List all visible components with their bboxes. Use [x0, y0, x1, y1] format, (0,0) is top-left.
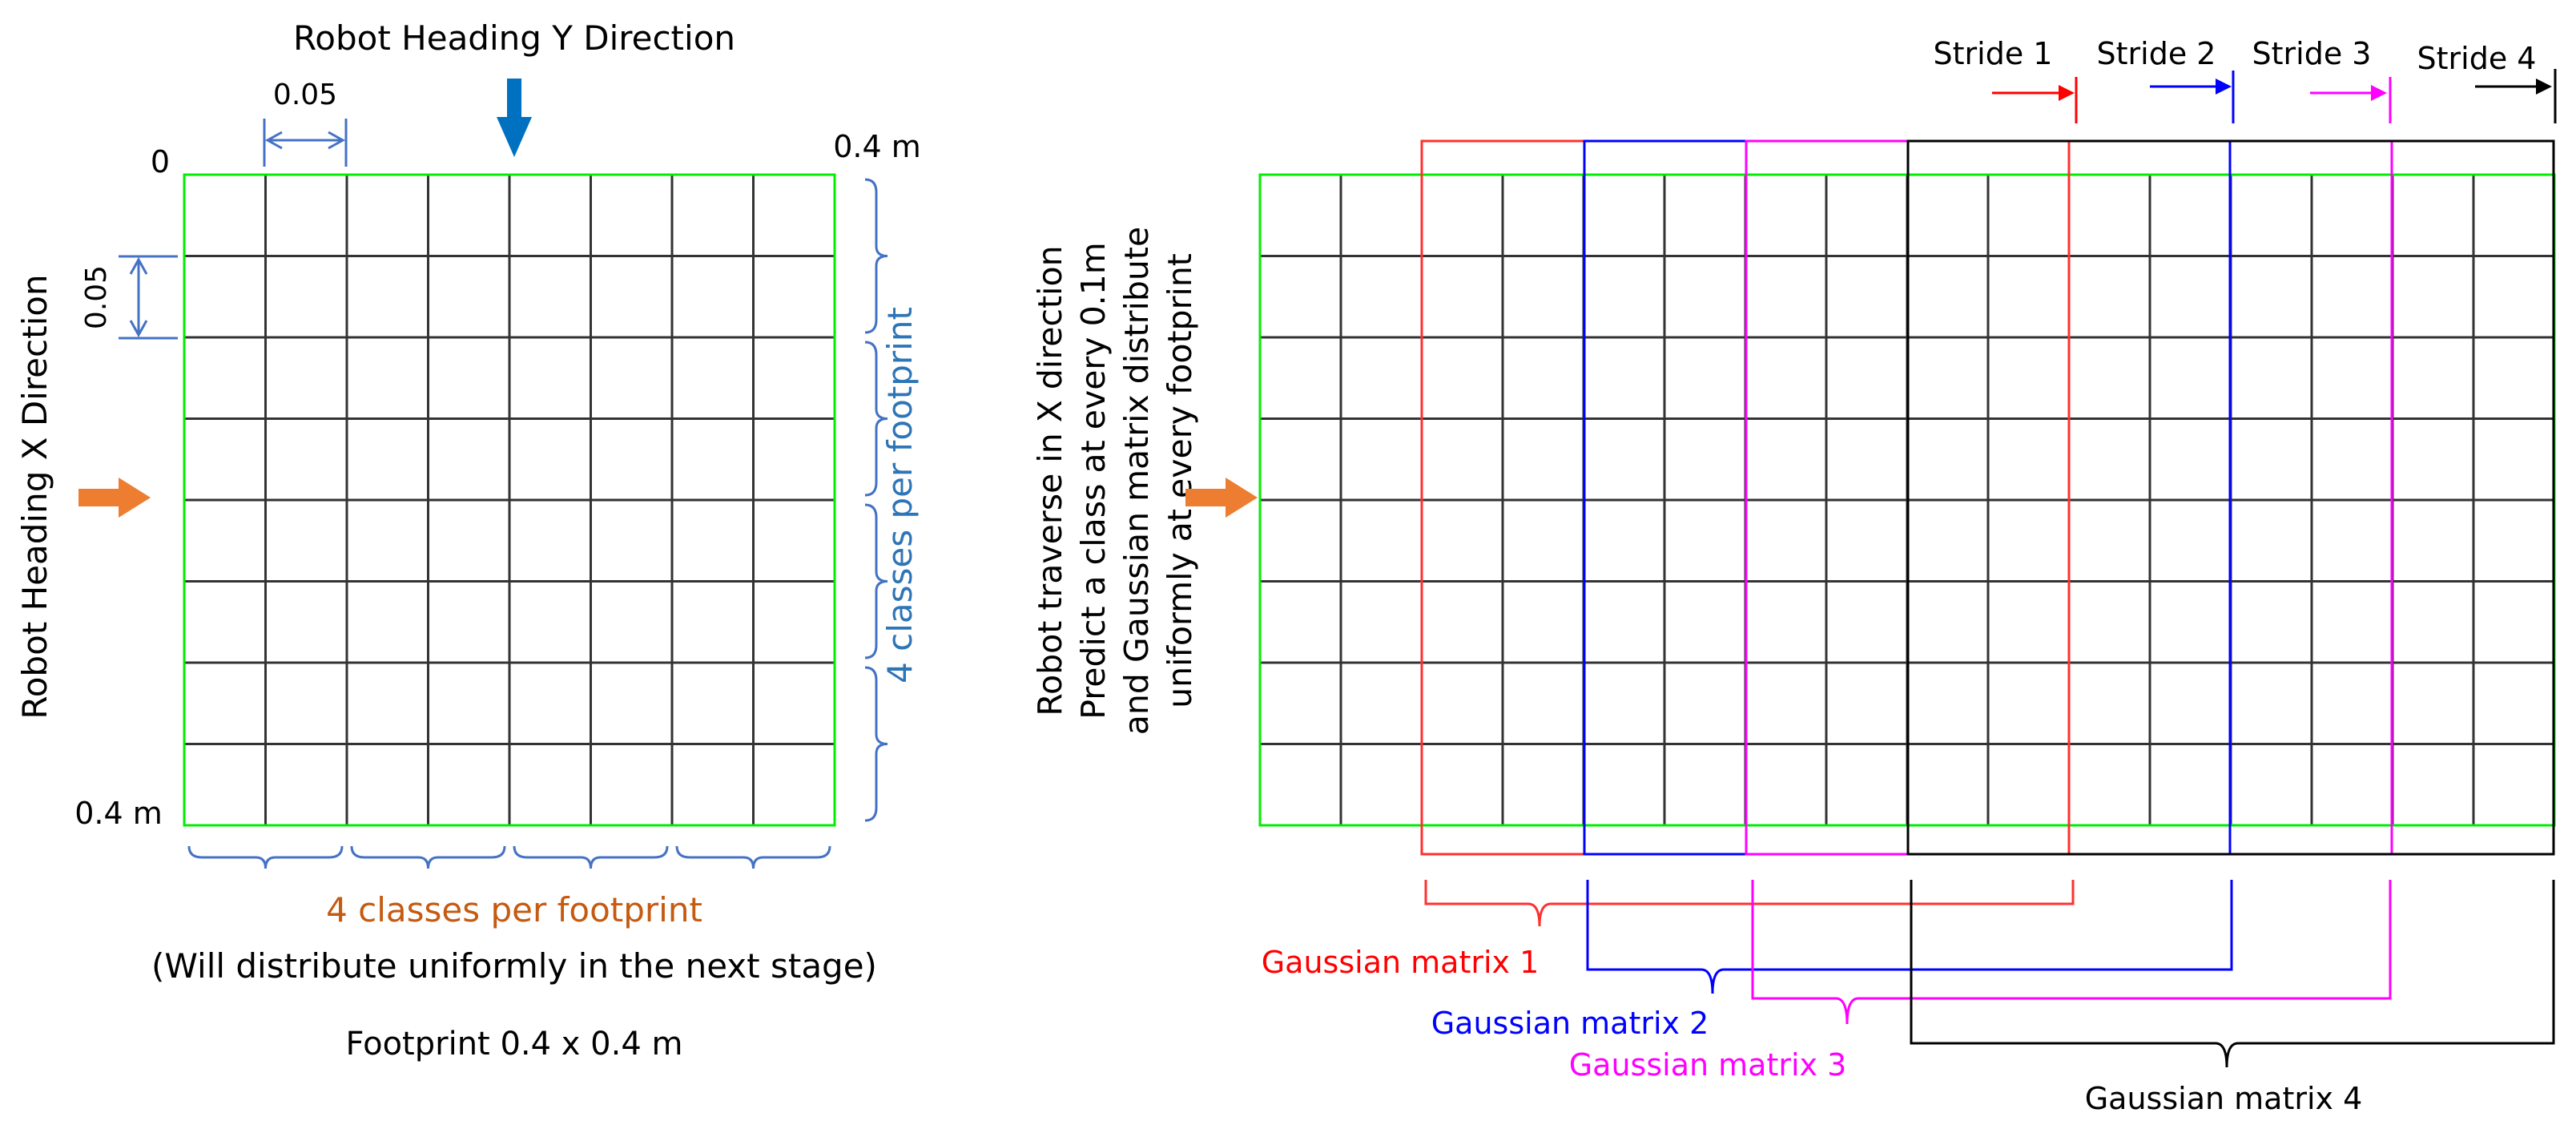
y-direction-arrow-icon [497, 79, 532, 157]
cell-width-dimension [263, 119, 348, 167]
gaussian-brace-4 [1910, 880, 2555, 1068]
bottom-classes-label: 4 classes per footprint [326, 890, 702, 929]
right-class-braces [864, 178, 888, 822]
top-label: Robot Heading Y Direction [293, 18, 735, 58]
gaussian-brace-1 [1424, 880, 2075, 927]
stride-2: Stride 2 [2097, 36, 2235, 123]
bottom-note: (Will distribute uniformly in the next s… [151, 946, 877, 986]
gaussian-label-3: Gaussian matrix 3 [1569, 1047, 1847, 1083]
right-classes-label: 4 classes per footprint [880, 307, 920, 683]
class-brace [513, 845, 669, 869]
stride-1-label: Stride 1 [1934, 36, 2053, 71]
cell-height-dimension [119, 255, 178, 340]
gaussian-brace-2 [1586, 880, 2233, 994]
traverse-line-2: Predict a class at every 0.1m [1074, 242, 1113, 719]
stride-1: Stride 1 [1934, 36, 2078, 123]
traverse-description: Robot traverse in X direction Predict a … [1031, 227, 1199, 735]
traverse-arrow-icon [1185, 478, 1258, 518]
side-label: Robot Heading X Direction [15, 274, 54, 719]
class-brace [675, 845, 831, 869]
class-brace [864, 503, 888, 659]
class-brace [864, 341, 888, 497]
stride-3-label: Stride 3 [2252, 36, 2372, 71]
x-direction-arrow-icon [78, 478, 151, 518]
class-brace [350, 845, 506, 869]
cell-height-label: 0.05 [80, 265, 113, 329]
stride-4-label: Stride 4 [2417, 41, 2537, 76]
left-panel: Robot Heading Y Direction 0 0.4 m 0.4 m … [15, 18, 921, 1062]
left-grid [183, 173, 836, 827]
class-brace [864, 178, 888, 334]
stride-3: Stride 3 [2252, 36, 2392, 123]
stride-4: Stride 4 [2417, 41, 2557, 123]
gaussian-label-2: Gaussian matrix 2 [1431, 1006, 1709, 1041]
grid-border [183, 173, 836, 827]
cell-width-label: 0.05 [273, 79, 337, 111]
gaussian-window-4 [1906, 139, 2555, 856]
gaussian-label-4: Gaussian matrix 4 [2085, 1081, 2363, 1116]
y-end-label: 0.4 m [74, 796, 163, 831]
right-panel: Robot traverse in X direction Predict a … [1031, 36, 2557, 1116]
x-end-label: 0.4 m [833, 129, 921, 164]
stride-2-label: Stride 2 [2097, 36, 2216, 71]
gaussian-label-1: Gaussian matrix 1 [1262, 945, 1540, 980]
traverse-line-1: Robot traverse in X direction [1031, 245, 1069, 716]
gaussian-brace-3 [1751, 880, 2392, 1025]
traverse-line-3: and Gaussian matrix distribute [1117, 227, 1156, 735]
footprint-caption: Footprint 0.4 x 0.4 m [346, 1026, 683, 1062]
class-brace [187, 845, 344, 869]
traverse-line-4: uniformly at every footprint [1161, 253, 1199, 708]
class-brace [864, 666, 888, 822]
origin-label: 0 [151, 144, 170, 179]
bottom-class-braces [187, 845, 831, 869]
